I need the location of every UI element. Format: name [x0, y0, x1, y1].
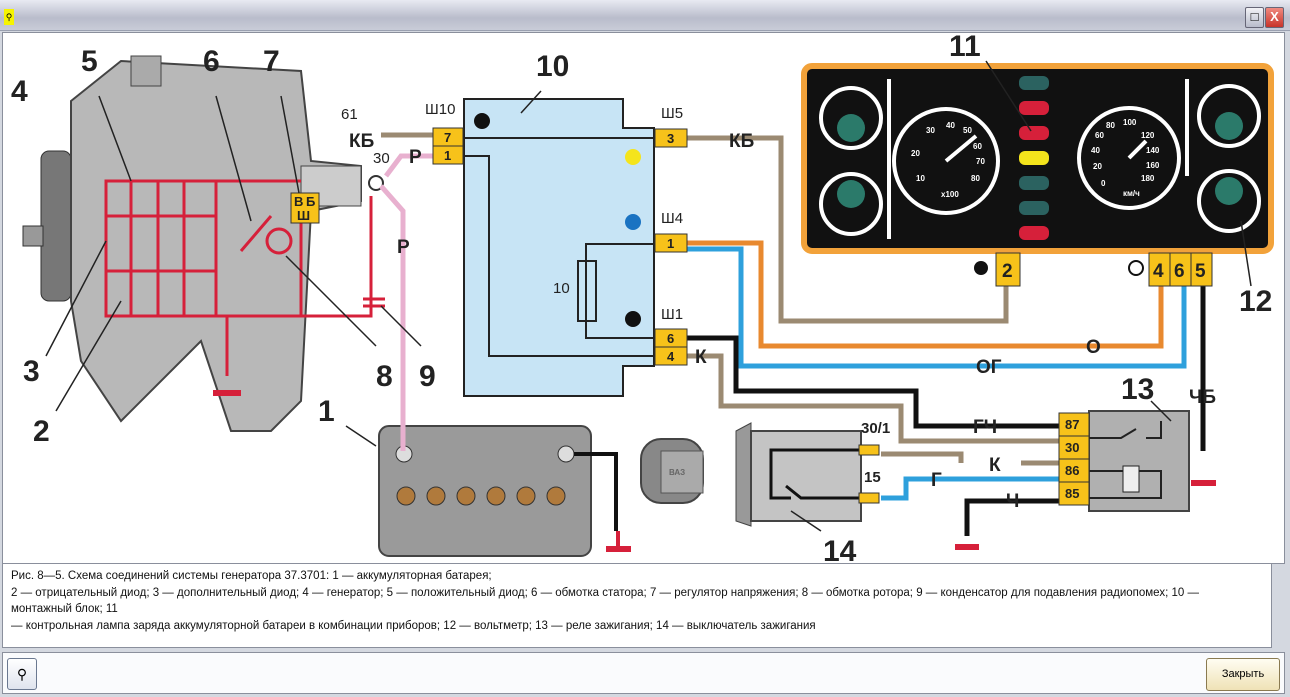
close-window-button[interactable]: X	[1265, 7, 1284, 28]
relay-pin-87: 87	[1065, 417, 1079, 432]
figure-caption: Рис. 8—5. Схема соединений системы генер…	[2, 563, 1272, 648]
warning-lamps	[1019, 76, 1049, 240]
speedo-tick: 100	[1123, 118, 1137, 127]
speedo-tick: 140	[1146, 146, 1160, 155]
tach-tick: 30	[926, 126, 935, 135]
label-14: 14	[823, 535, 857, 563]
terminal-30: 30	[373, 150, 390, 167]
terminal-61: 61	[341, 106, 358, 123]
caption-line: Рис. 8—5. Схема соединений системы генер…	[11, 570, 492, 582]
sh1-pin-4: 4	[667, 349, 675, 364]
bottom-toolbar: ⚲ Закрыть	[2, 652, 1285, 694]
label-4: 4	[11, 75, 28, 108]
sh10-pin-1: 1	[444, 148, 451, 163]
battery	[378, 425, 631, 557]
speedo-unit: км/ч	[1123, 189, 1140, 198]
generator: В Б Ш	[22, 55, 385, 432]
tach-tick: 70	[976, 157, 985, 166]
close-button[interactable]: Закрыть	[1206, 658, 1280, 691]
label-1: 1	[318, 395, 335, 428]
tach-unit: x100	[941, 190, 959, 199]
sh1-pin-6: 6	[667, 331, 674, 346]
terminal-15: 15	[864, 469, 881, 486]
fuse-label: 10	[553, 280, 570, 297]
maximize-button[interactable]: □	[1245, 7, 1264, 28]
wire-label-o: О	[1086, 337, 1101, 358]
mounting-block: 7 1 3 1 6 4 Ш10 Ш5 Ш4 Ш1 10	[425, 98, 688, 397]
wire-label-k-relay: К	[989, 455, 1001, 476]
tach-tick: 40	[946, 121, 955, 130]
sh5-pin-3: 3	[667, 131, 674, 146]
caption-line: — контрольная лампа заряда аккумуляторно…	[11, 619, 816, 632]
tach-tick: 60	[973, 142, 982, 151]
connector-sh1: Ш1	[661, 306, 683, 323]
magnifier-icon: ⚲	[16, 666, 28, 682]
relay-pin-86: 86	[1065, 463, 1079, 478]
speedo-tick: 20	[1093, 162, 1102, 171]
label-6: 6	[203, 45, 220, 78]
ignition-switch: ВАЗ 30/1 15	[640, 420, 890, 527]
regulator-terminal-sh: Ш	[297, 208, 310, 223]
wire-label-k: К	[695, 347, 707, 368]
wire-label-og: ОГ	[976, 357, 1002, 378]
speedo-tick: 80	[1106, 121, 1115, 130]
title-bar: ⚲ □ X	[0, 0, 1290, 31]
wire-label-ch: Ч	[1006, 491, 1019, 512]
relay-pin-85: 85	[1065, 486, 1079, 501]
speedo-tick: 160	[1146, 161, 1160, 170]
label-13: 13	[1121, 373, 1154, 406]
label-8: 8	[376, 360, 393, 393]
tach-tick: 80	[971, 174, 980, 183]
caption-line: 2 — отрицательный диод; 3 — дополнительн…	[11, 586, 1199, 616]
label-7: 7	[263, 45, 280, 78]
speedo-tick: 0	[1101, 179, 1106, 188]
label-10: 10	[536, 50, 569, 83]
wire-label-kb-left: КБ	[349, 131, 374, 152]
cluster-pin-5: 5	[1195, 261, 1206, 282]
wire-label-chb: ЧБ	[1189, 387, 1216, 408]
cluster-pin-4: 4	[1153, 261, 1164, 282]
tach-tick: 20	[911, 149, 920, 158]
wire-label-r-top: Р	[409, 147, 422, 168]
cluster-pin-6: 6	[1174, 261, 1185, 282]
connector-sh4: Ш4	[661, 210, 683, 227]
sh4-pin-1: 1	[667, 236, 674, 251]
label-11: 11	[949, 33, 981, 63]
cluster-pin-2: 2	[1002, 261, 1013, 282]
label-3: 3	[23, 355, 40, 388]
wire-label-kb-right: КБ	[729, 131, 754, 152]
speedo-tick: 40	[1091, 146, 1100, 155]
wire-label-gch: ГЧ	[973, 417, 997, 438]
terminal-30-1: 30/1	[861, 420, 890, 437]
zoom-button[interactable]: ⚲	[7, 658, 37, 690]
tach-tick: 10	[916, 174, 925, 183]
connector-sh10: Ш10	[425, 101, 455, 118]
tach-tick: 50	[963, 126, 972, 135]
speedo-tick: 60	[1095, 131, 1104, 140]
wire-label-r: Р	[397, 237, 410, 258]
relay-pin-30: 30	[1065, 440, 1079, 455]
charge-warning-lamp	[1019, 126, 1049, 140]
wire-label-g: Г	[931, 470, 942, 491]
label-9: 9	[419, 360, 436, 393]
regulator-terminal-v: В	[294, 194, 303, 209]
label-12: 12	[1239, 285, 1272, 318]
key-brand: ВАЗ	[669, 468, 685, 477]
car-icon: ⚲	[4, 9, 14, 25]
label-5: 5	[81, 45, 98, 78]
wiring-diagram: В Б Ш 7 1	[2, 32, 1285, 564]
diagram-drawing: В Б Ш 7 1	[11, 33, 1274, 563]
connector-sh5: Ш5	[661, 105, 683, 122]
speedo-tick: 120	[1141, 131, 1155, 140]
speedo-tick: 180	[1141, 174, 1155, 183]
instrument-cluster: 10 20 30 40 50 60 70 80 x100 0 20 40 60 …	[801, 63, 1274, 287]
label-2: 2	[33, 415, 50, 448]
sh10-pin-7: 7	[444, 130, 451, 145]
regulator-terminal-b: Б	[306, 194, 315, 209]
ignition-relay: 87 30 86 85	[1058, 410, 1190, 512]
